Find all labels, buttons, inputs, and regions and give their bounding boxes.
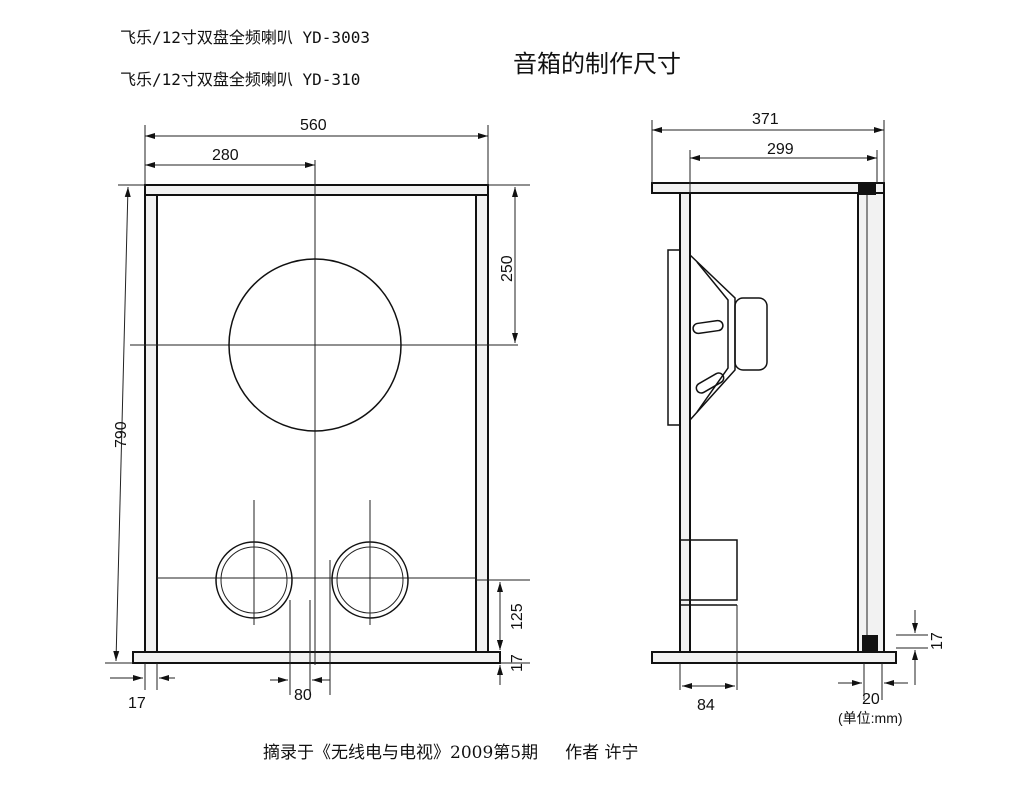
dim-half-width: 280 [212,147,239,164]
dim-width: 560 [300,117,327,134]
front-view: 560 280 790 250 125 17 17 [105,117,530,712]
left-panel [144,194,158,653]
dim-side-thickness: 17 [128,695,146,712]
dim-port-depth: 84 [697,697,715,714]
dim-block-height: 17 [929,632,946,650]
top-panel [144,184,489,196]
dim-height: 790 [113,421,130,448]
side-top-panel [651,182,885,194]
dim-back-thickness: 20 [862,691,880,708]
source-caption: 摘录于《无线电与电视》2009第5期 作者 许宁 [263,743,639,763]
dim-depth: 371 [752,111,779,128]
side-view: 371 299 84 20 (单位:mm) 17 [651,111,946,726]
dim-speaker-center: 250 [499,255,516,282]
bottom-panel [132,651,501,664]
unit-note: (单位:mm) [838,710,903,726]
speaker-driver-icon [667,249,768,426]
side-bottom-panel [651,651,897,664]
speaker-model-1: 飞乐/12寸双盘全频喇叭 YD-3003 [120,28,370,47]
dim-inner-depth: 299 [767,141,794,158]
speaker-model-2: 飞乐/12寸双盘全频喇叭 YD-310 [120,70,361,89]
back-panel [857,192,885,653]
dim-bottom-thickness: 17 [509,654,526,672]
diagram-title: 音箱的制作尺寸 [513,50,681,78]
baffle [679,192,691,653]
dim-port-spacing: 80 [294,687,312,704]
dim-port-height: 125 [509,603,526,630]
port-tube [679,539,738,601]
woofer-cutout [228,258,402,432]
right-panel [475,194,489,653]
